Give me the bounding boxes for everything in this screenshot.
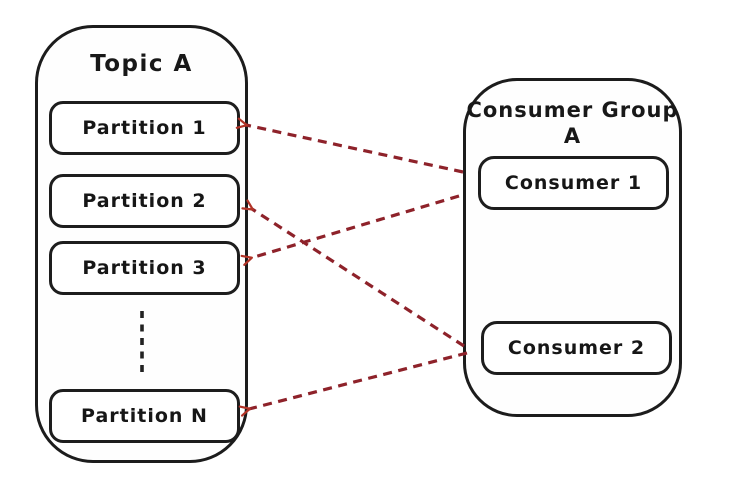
arrow-consumer1-to-partition3 <box>240 194 460 266</box>
consumer-1-box: Consumer 1 <box>478 156 669 210</box>
partition-1-label: Partition 1 <box>82 117 207 139</box>
consumer-group-title-line2: A <box>563 124 582 148</box>
partition-2-label: Partition 2 <box>82 190 207 212</box>
topic-title: Topic A <box>90 51 193 77</box>
topic-a-container: Topic A Partition 1 Partition 2 Partitio… <box>35 25 248 463</box>
consumer-group-title: Consumer Group A <box>466 97 679 149</box>
partition-n-label: Partition N <box>81 405 208 427</box>
partition-2-box: Partition 2 <box>49 174 240 228</box>
consumer-1-label: Consumer 1 <box>504 172 643 194</box>
partition-3-label: Partition 3 <box>82 257 207 279</box>
arrow-consumer2-to-partitionN <box>238 351 468 417</box>
consumer-group-a-container: Consumer Group A Consumer 1 Consumer 2 <box>463 78 682 417</box>
partition-n-box: Partition N <box>49 389 240 443</box>
partition-3-box: Partition 3 <box>49 241 240 295</box>
arrow-consumer1-to-partition1 <box>235 117 464 174</box>
consumer-2-label: Consumer 2 <box>507 337 646 359</box>
consumer-2-box: Consumer 2 <box>481 321 672 375</box>
consumer-group-title-line1: Consumer Group <box>466 98 679 122</box>
arrow-consumer2-to-partition2 <box>241 199 465 348</box>
partition-1-box: Partition 1 <box>49 101 240 155</box>
